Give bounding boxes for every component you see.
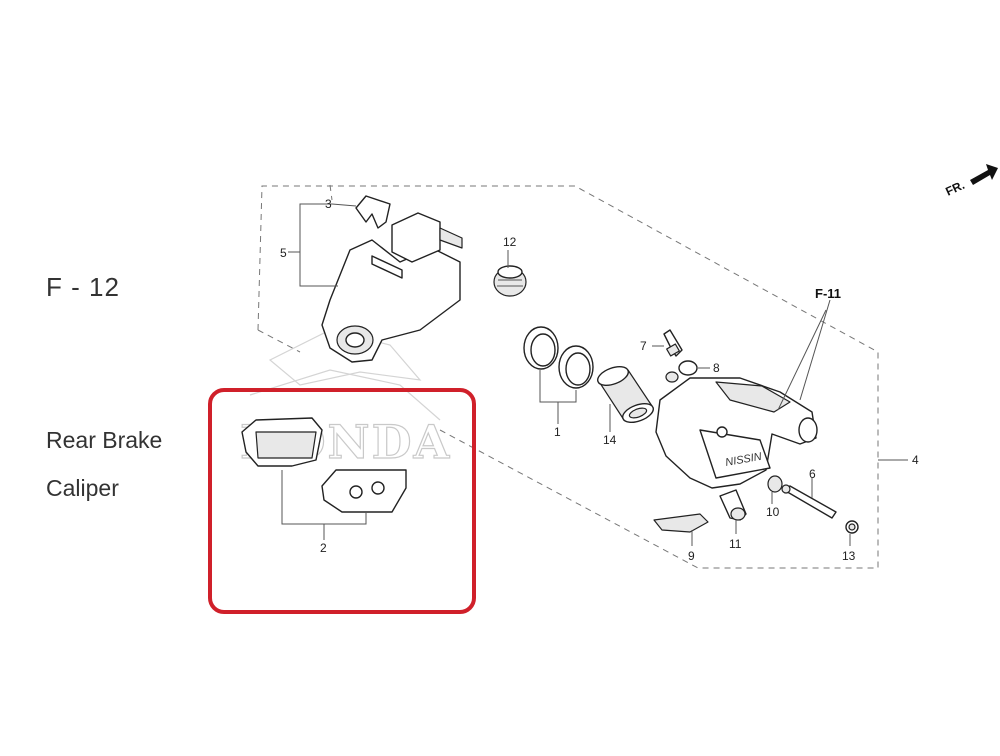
callout-1: 1 — [554, 425, 561, 439]
assembly-outline — [257, 184, 879, 569]
callout-2: 2 — [320, 541, 327, 555]
boot-part — [493, 265, 527, 297]
piston-part — [597, 366, 654, 423]
front-label: FR. — [943, 178, 966, 199]
highlight-box — [208, 388, 476, 614]
caption-line-1: Rear Brake — [46, 427, 163, 453]
bleeder-screw-part — [663, 329, 683, 357]
pin-boot-part — [767, 475, 783, 493]
front-direction-indicator: FR. — [943, 164, 998, 199]
reference-f11: F-11 — [815, 286, 841, 301]
callout-13: 13 — [842, 549, 856, 563]
callout-4: 4 — [912, 453, 919, 467]
slide-pin-part — [719, 489, 747, 521]
caliper-bracket-part — [321, 212, 463, 363]
callout-8: 8 — [713, 361, 720, 375]
callout-10: 10 — [766, 505, 780, 519]
callout-5: 5 — [280, 246, 287, 260]
callout-6: 6 — [809, 467, 816, 481]
callout-14: 14 — [603, 433, 617, 447]
pad-retainer-part — [653, 513, 709, 533]
page-title: F - 12 — [46, 272, 120, 302]
bleeder-cap-part — [665, 360, 698, 383]
brake-pad-set-part — [241, 417, 407, 513]
pad-pin-part — [781, 484, 837, 519]
callout-12: 12 — [503, 235, 517, 249]
front-arrow-icon — [970, 164, 998, 185]
caption-line-2: Caliper — [46, 475, 119, 501]
pad-spring-clip-part — [355, 195, 391, 229]
leader-lines — [281, 203, 908, 546]
callout-9: 9 — [688, 549, 695, 563]
callout-3: 3 — [325, 197, 332, 211]
pad-pin-plug-part — [845, 520, 859, 534]
callout-11: 11 — [729, 537, 742, 551]
piston-seal-part — [523, 326, 594, 389]
callout-labels: 3 5 12 1 14 7 8 9 11 10 6 13 4 2 F-11 — [280, 197, 919, 563]
caliper-body-part: NISSIN — [655, 377, 818, 489]
callout-7: 7 — [640, 339, 647, 353]
